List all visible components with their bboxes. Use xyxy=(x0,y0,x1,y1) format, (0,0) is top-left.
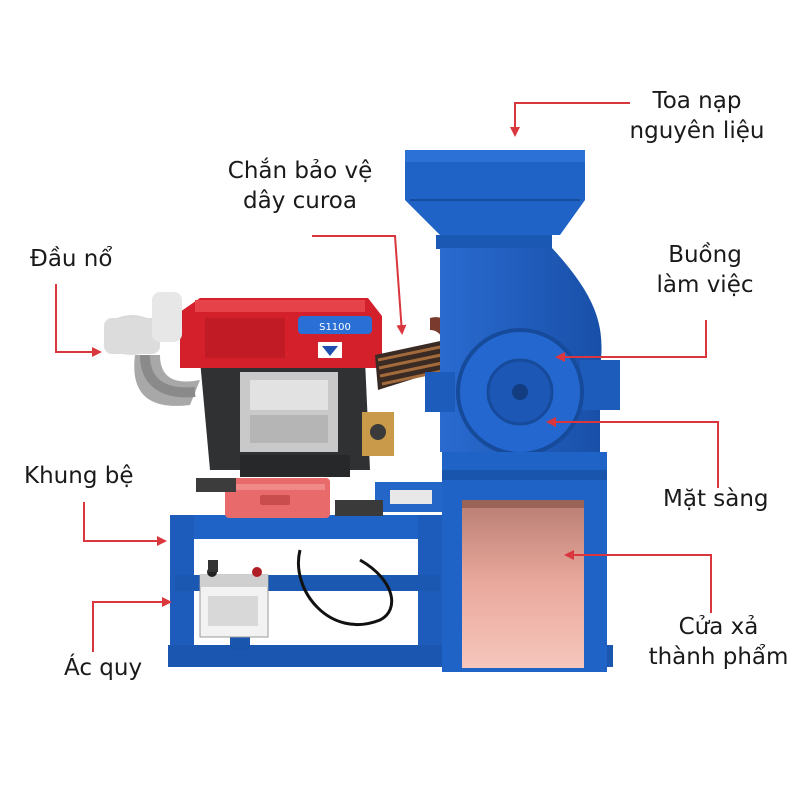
label-feed-hopper-line1: Toa nạp xyxy=(652,88,742,114)
engine: S1100 xyxy=(104,292,394,492)
engine-badge: S1100 xyxy=(319,322,351,333)
label-belt-guard: Chắn bảo vệ dây curoa xyxy=(205,156,395,216)
label-frame-base: Khung bệ xyxy=(24,461,133,491)
label-working-chamber: Buồng làm việc xyxy=(630,240,780,300)
label-discharge-door-line2: thành phẩm xyxy=(648,644,789,670)
label-engine-head-line1: Đầu nổ xyxy=(30,246,113,272)
label-belt-guard-line1: Chắn bảo vệ xyxy=(227,158,373,184)
label-engine-head: Đầu nổ xyxy=(30,244,112,274)
label-feed-hopper-line2: nguyên liệu xyxy=(629,118,765,144)
label-battery-line1: Ác quy xyxy=(64,655,143,681)
label-discharge-door: Cửa xả thành phẩm xyxy=(636,612,800,672)
arrow-discharge-door xyxy=(564,550,712,613)
label-battery: Ác quy xyxy=(64,653,142,683)
battery xyxy=(199,560,269,638)
label-screen-line1: Mặt sàng xyxy=(663,486,769,512)
label-working-chamber-line2: làm việc xyxy=(656,272,754,298)
label-screen: Mặt sàng xyxy=(663,484,769,514)
arrow-belt-guard xyxy=(312,235,407,335)
arrow-battery xyxy=(92,597,172,652)
toolbox xyxy=(225,478,330,518)
callout-arrows xyxy=(55,102,719,652)
arrow-working-chamber xyxy=(555,320,707,362)
label-discharge-door-line1: Cửa xả xyxy=(678,614,759,640)
label-frame-base-line1: Khung bệ xyxy=(24,463,134,489)
mill xyxy=(405,150,620,672)
label-working-chamber-line1: Buồng xyxy=(668,242,742,268)
arrow-feed-hopper xyxy=(510,102,630,137)
arrow-screen xyxy=(546,417,719,488)
label-belt-guard-line2: dây curoa xyxy=(243,188,357,214)
arrow-frame-base xyxy=(83,502,167,546)
label-feed-hopper: Toa nạp nguyên liệu xyxy=(612,86,782,146)
arrow-engine-head xyxy=(55,284,102,357)
